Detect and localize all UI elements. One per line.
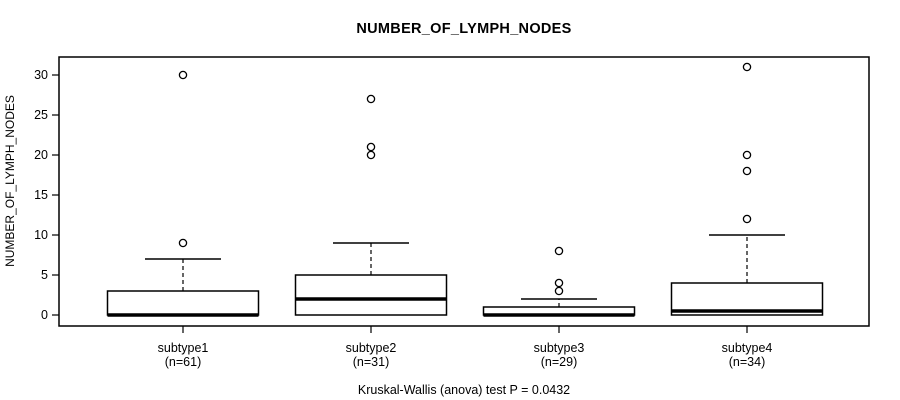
y-tick-label: 25 (34, 108, 48, 122)
outlier-point (554, 246, 564, 256)
group-sublabel: (n=61) (165, 355, 201, 369)
y-tick-label: 10 (34, 228, 48, 242)
y-tick-label: 20 (34, 148, 48, 162)
iqr-box (294, 274, 448, 316)
outlier-point (554, 278, 564, 288)
outlier-point (554, 286, 564, 296)
iqr-box (106, 290, 260, 316)
group-label: subtype4 (722, 341, 773, 355)
y-tick-label: 15 (34, 188, 48, 202)
outlier-point (742, 214, 752, 224)
outlier-point (366, 142, 376, 152)
stat-test-caption: Kruskal-Wallis (anova) test P = 0.0432 (357, 383, 571, 397)
group-label: subtype3 (534, 341, 585, 355)
outlier-point (366, 94, 376, 104)
group-sublabel: (n=29) (541, 355, 577, 369)
chart-title: NUMBER_OF_LYMPH_NODES (356, 21, 572, 37)
group-label: subtype2 (346, 341, 397, 355)
outlier-point (366, 150, 376, 160)
y-axis-title: NUMBER_OF_LYMPH_NODES (3, 95, 17, 267)
y-tick-label: 0 (41, 308, 48, 322)
group-label: subtype1 (158, 341, 209, 355)
plot-border (58, 56, 870, 327)
outlier-point (742, 166, 752, 176)
y-tick-label: 30 (34, 68, 48, 82)
outlier-point (178, 70, 188, 80)
outlier-point (742, 62, 752, 72)
outlier-point (178, 238, 188, 248)
y-tick-label: 5 (41, 268, 48, 282)
group-sublabel: (n=31) (353, 355, 389, 369)
outlier-point (742, 150, 752, 160)
group-sublabel: (n=34) (729, 355, 765, 369)
